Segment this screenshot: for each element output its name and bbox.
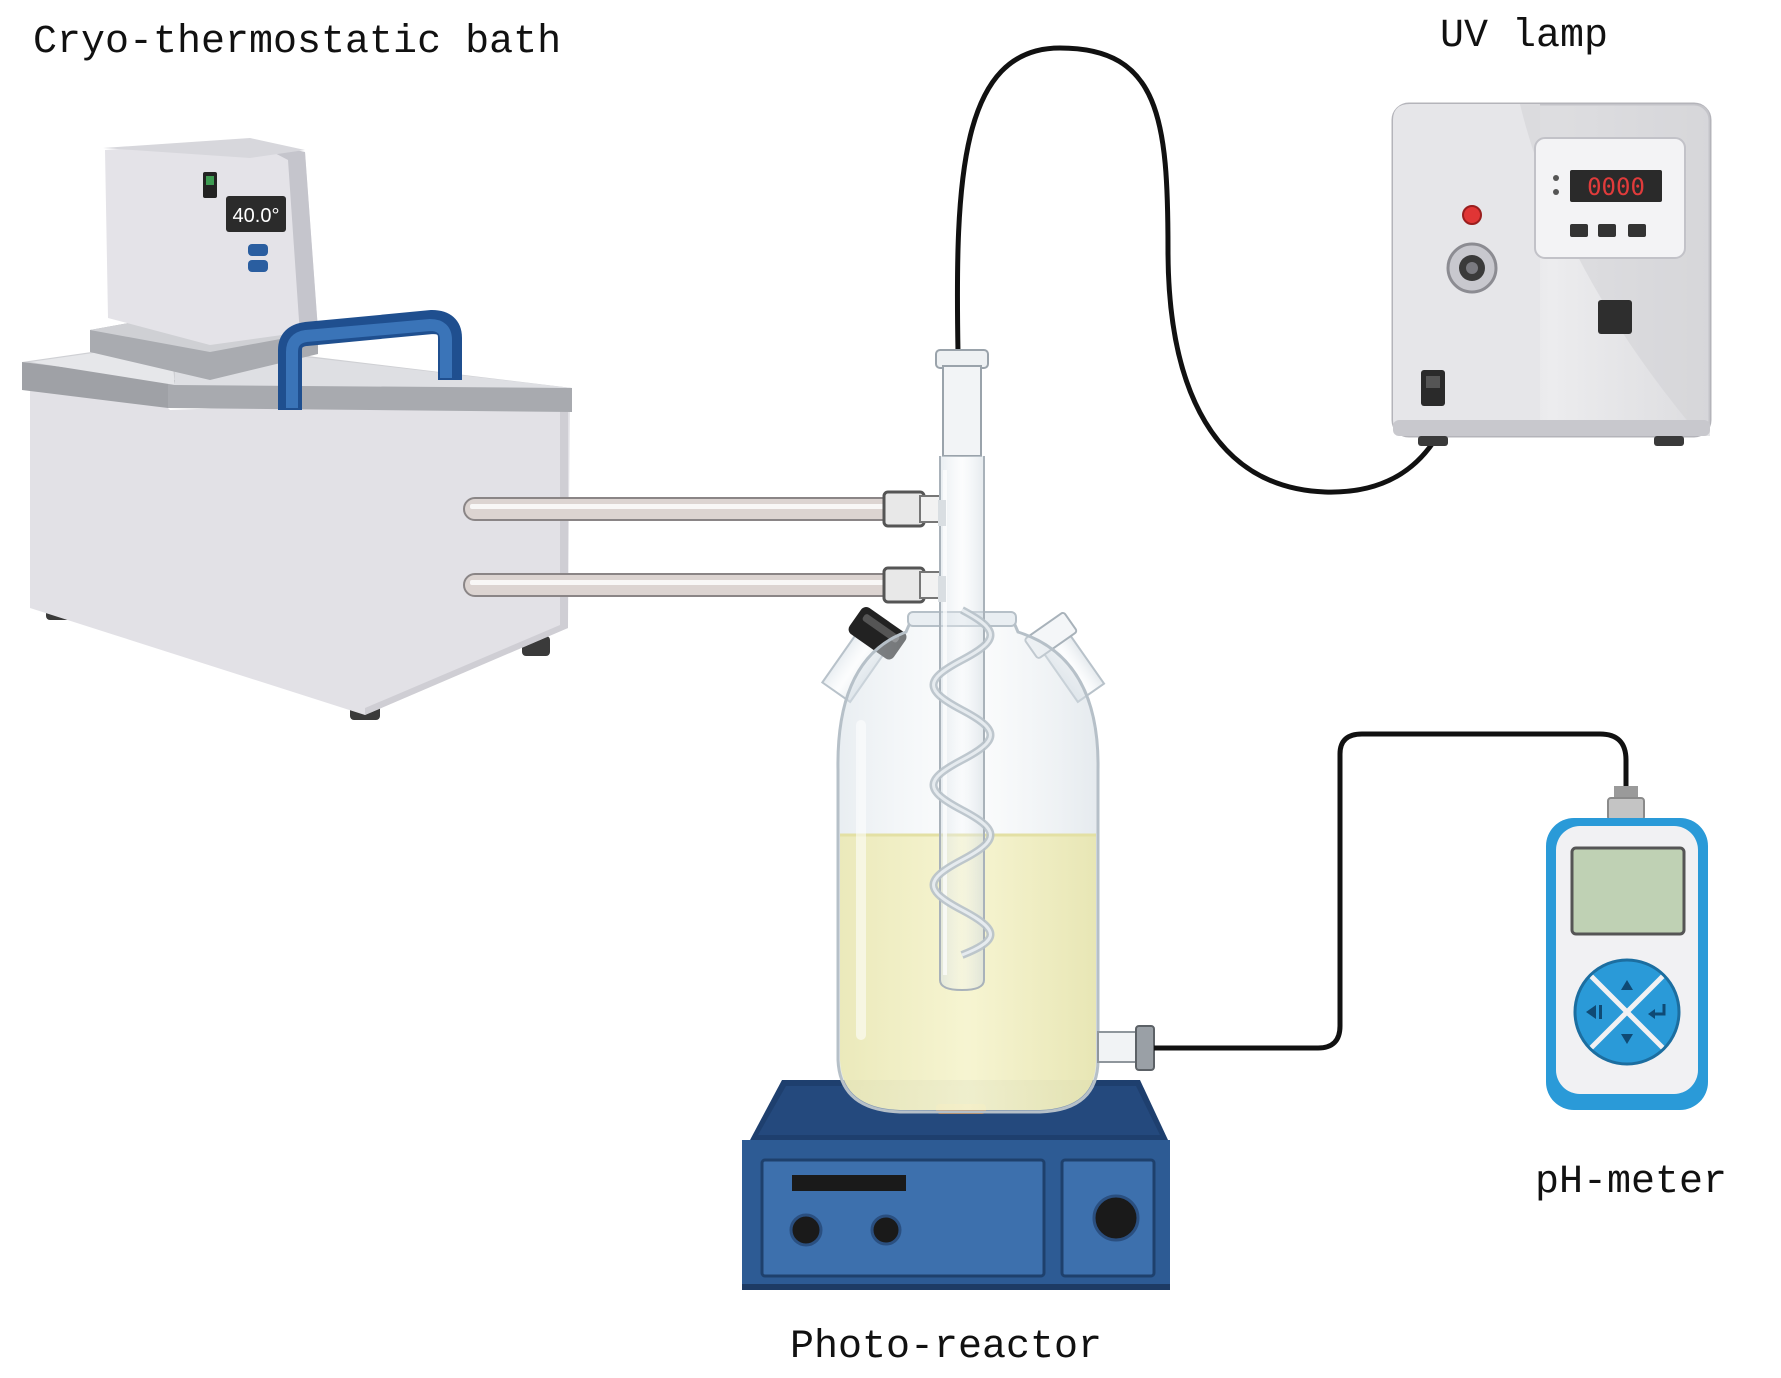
ph-meter-cable xyxy=(1154,731,1629,1051)
coolant-tubes xyxy=(463,490,941,604)
uv-lamp-label: UV lamp xyxy=(1440,14,1608,59)
ph-meter-label: pH-meter xyxy=(1535,1160,1727,1205)
ph-meter-device xyxy=(1546,786,1708,1110)
magnetic-stirrer xyxy=(742,1080,1170,1290)
uv-lamp-cable xyxy=(954,45,1475,495)
cryo-thermostatic-bath: 40.0° xyxy=(22,138,572,720)
uv-lamp-display: 0000 xyxy=(1587,173,1645,201)
condenser xyxy=(929,349,995,992)
bath-label: Cryo-thermostatic bath xyxy=(33,20,561,65)
bath-temperature-display: 40.0° xyxy=(233,205,280,227)
photo-reactor-label: Photo-reactor xyxy=(790,1325,1102,1370)
uv-lamp-device: 0000 xyxy=(1391,102,1712,446)
